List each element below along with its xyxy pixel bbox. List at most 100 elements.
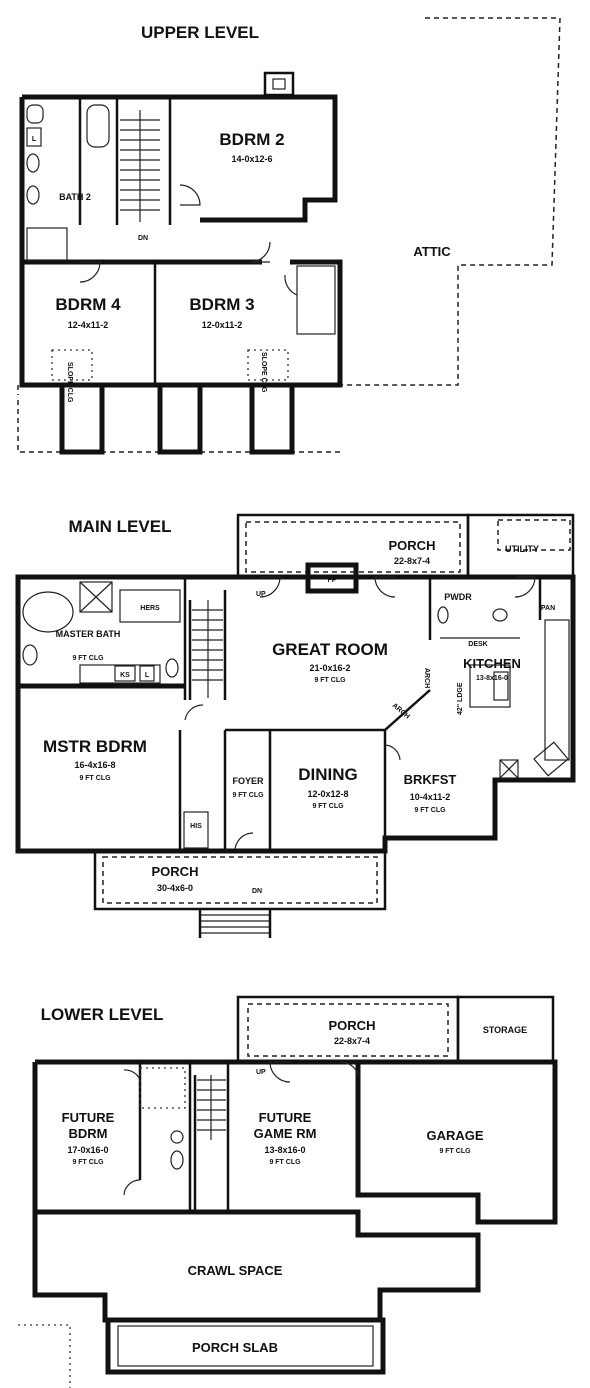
lower-porch-dim: 22-8x7-4	[334, 1036, 370, 1046]
foyer-name: FOYER	[232, 776, 264, 786]
door-swing-main-3	[514, 576, 536, 598]
chimney-flue	[272, 78, 286, 90]
slope-clg-label-1: SLOPE CLG	[66, 362, 73, 403]
front-porch-dim: 30-4x6-0	[157, 883, 193, 893]
dining-clg: 9 FT CLG	[312, 803, 344, 810]
bath2-name: BATH 2	[59, 192, 91, 202]
bdrm4-name: BDRM 4	[55, 295, 121, 314]
lower-porch-inner	[247, 1003, 449, 1057]
bdrm3-dim: 12-0x11-2	[202, 320, 243, 330]
door-swing-lower-4	[123, 1179, 141, 1196]
utility-name: UTILITY	[505, 544, 539, 554]
lower-sink	[170, 1130, 184, 1144]
door-swing-main-1	[259, 576, 281, 598]
door-swing-lower-3	[123, 1069, 141, 1081]
main-dn-label: DN	[252, 888, 262, 895]
great-room-name: GREAT ROOM	[272, 640, 388, 659]
bdrm2-dim: 14-0x12-6	[231, 154, 272, 164]
front-steps	[198, 909, 272, 938]
door-swing-main-4	[184, 704, 204, 721]
brkfst-name: BRKFST	[404, 772, 457, 787]
vanity	[79, 664, 161, 684]
fp-label: FP	[328, 577, 337, 584]
bdrm2-name: BDRM 2	[219, 130, 284, 149]
kitchen-island	[469, 664, 511, 708]
hers-name: HERS	[140, 605, 160, 612]
dormer-2	[157, 385, 203, 455]
lower-closet	[139, 1067, 186, 1109]
mstr-bdrm-name: MSTR BDRM	[43, 737, 147, 756]
door-swing-lower-1	[269, 1061, 291, 1083]
main-level-heading: MAIN LEVEL	[69, 517, 172, 536]
ledge-label: 42" LDGE	[457, 682, 464, 715]
dormer-1	[59, 385, 105, 455]
slope-clg-label-2: SLOPE CLG	[260, 352, 267, 393]
main-stairs	[188, 590, 227, 700]
hers-closet	[119, 589, 181, 623]
attic-outline	[340, 17, 561, 386]
utility-dashed	[497, 519, 571, 551]
front-porch-outline	[93, 849, 387, 911]
closet-upper-2	[296, 265, 336, 335]
lower-outer-walls	[32, 1059, 558, 1225]
shower	[79, 581, 113, 613]
kitchen-dim: 13-8x16-0	[476, 675, 508, 682]
front-porch-inner	[102, 856, 378, 904]
fridge-x2	[499, 759, 519, 779]
upper-level: UPPER LEVEL L	[17, 17, 561, 455]
great-room-clg: 9 FT CLG	[314, 677, 346, 684]
ks-label: KS	[120, 672, 130, 679]
garage-clg: 9 FT CLG	[439, 1148, 471, 1155]
l-box	[139, 665, 155, 682]
l-label: L	[145, 672, 150, 679]
great-room-fireplace	[305, 562, 359, 594]
mstr-bdrm-clg: 9 FT CLG	[79, 775, 111, 782]
future-bdrm-dim: 17-0x16-0	[67, 1145, 108, 1155]
master-bath-name: MASTER BATH	[56, 629, 121, 639]
pwdr-toilet	[437, 606, 449, 624]
chimney	[263, 71, 295, 97]
shower-x2	[79, 581, 113, 613]
dining-name: DINING	[298, 765, 358, 784]
bathtub	[86, 104, 110, 148]
main-outer-walls	[15, 574, 576, 854]
ks-box	[114, 665, 136, 682]
storage-name: STORAGE	[483, 1025, 527, 1035]
door-swing-main-5	[234, 832, 254, 852]
future-game-name-1: FUTURE	[259, 1110, 312, 1125]
lower-porch-name: PORCH	[329, 1018, 376, 1033]
mstr-bdrm-dim: 16-4x16-8	[74, 760, 115, 770]
rear-porch-name: PORCH	[389, 538, 436, 553]
master-bath-clg: 9 FT CLG	[72, 655, 104, 662]
future-bdrm-name-1: FUTURE	[62, 1110, 115, 1125]
lower-up-label: UP	[256, 1069, 266, 1076]
upper-level-dashed-extension	[17, 385, 340, 453]
door-swing-main-2	[374, 576, 396, 598]
door-swing-upper-3	[249, 241, 271, 263]
upper-stairs	[120, 110, 160, 222]
desk-label: DESK	[468, 641, 487, 648]
great-room-dim: 21-0x16-2	[309, 663, 350, 673]
his-label: HIS	[190, 823, 202, 830]
slope-closet-2	[247, 349, 289, 381]
pwdr-sink	[492, 608, 508, 622]
porch-slab-outline	[105, 1317, 386, 1375]
bdrm4-dim: 12-4x11-2	[68, 320, 109, 330]
lower-stairs	[193, 1062, 230, 1212]
garage-name: GARAGE	[426, 1128, 483, 1143]
linen-closet	[26, 127, 42, 147]
upper-level-heading: UPPER LEVEL	[141, 23, 259, 42]
sink-upper-2	[26, 185, 40, 205]
upper-outer-walls	[19, 94, 343, 388]
kitchen-counter	[544, 619, 570, 761]
lower-toilet	[170, 1150, 184, 1170]
door-swing-main-6	[384, 744, 401, 761]
brkfst-clg: 9 FT CLG	[414, 807, 446, 814]
corner-sink	[533, 741, 569, 777]
pan-label: PAN	[541, 605, 555, 612]
cooktop	[493, 671, 509, 701]
future-game-dim: 13-8x16-0	[264, 1145, 305, 1155]
sink-upper-1	[26, 153, 40, 173]
future-game-name-2: GAME RM	[254, 1126, 317, 1141]
